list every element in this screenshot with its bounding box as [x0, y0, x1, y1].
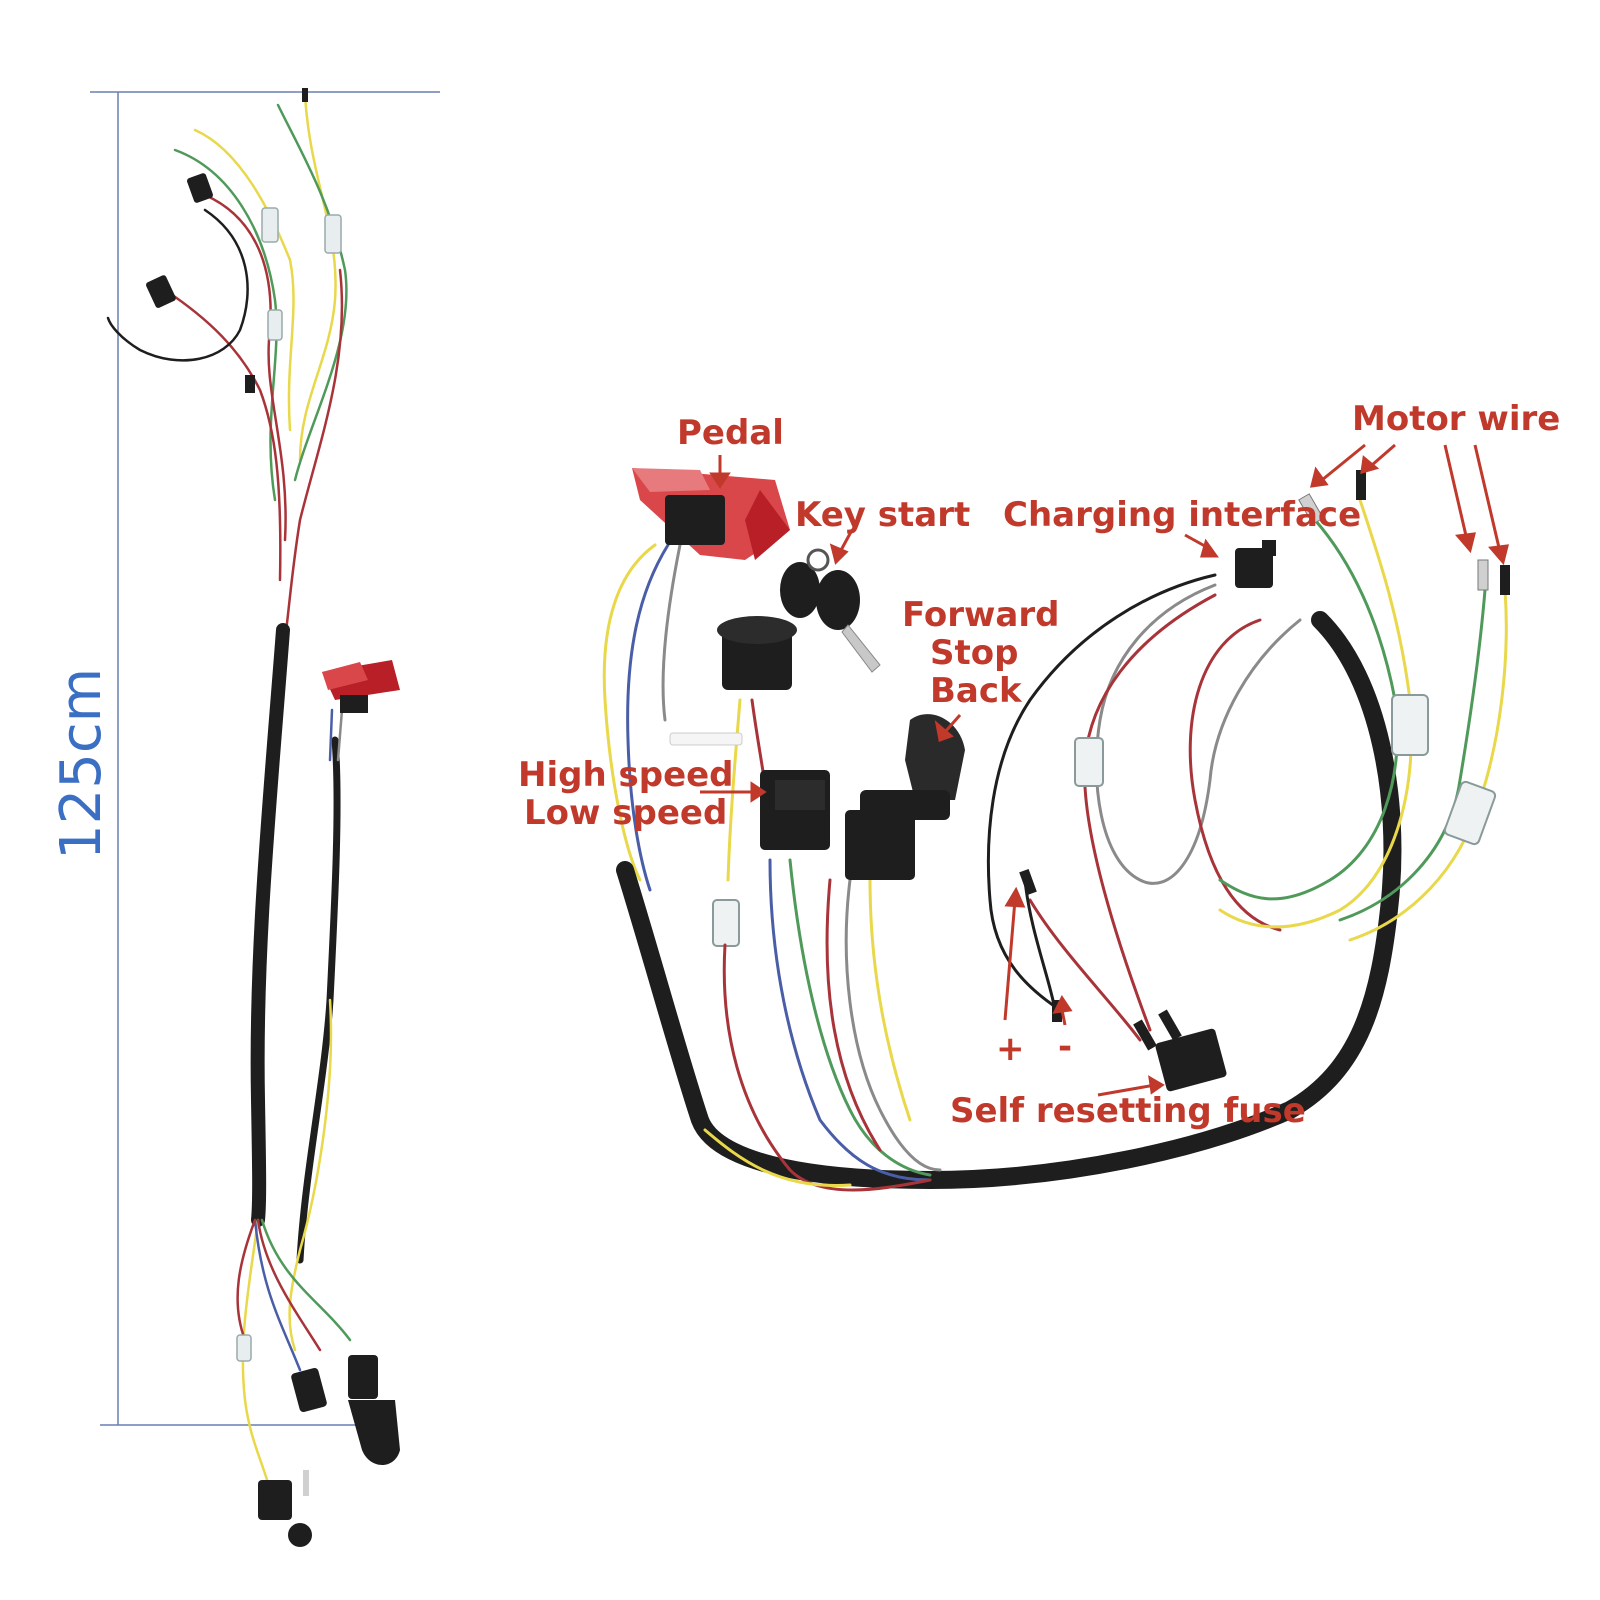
stop-label: Stop: [930, 633, 1018, 673]
rocker-switch-icon: [760, 770, 830, 850]
forward-label: Forward: [902, 595, 1059, 635]
charging-port-icon: [1235, 540, 1276, 588]
low-speed-label: Low speed: [524, 793, 727, 833]
ignition-switch-icon: [717, 616, 797, 690]
charging-interface-label: Charging interface: [1003, 495, 1361, 535]
fuse-icon: [1133, 1009, 1227, 1092]
right-harness: [602, 468, 1510, 1192]
left-harness: [106, 88, 400, 1547]
pedal-icon: [322, 660, 400, 713]
connector-icon: [712, 694, 1497, 947]
arrow-icon: [700, 443, 1509, 1097]
back-label: Back: [930, 671, 1023, 711]
motor-wire-label: Motor wire: [1352, 399, 1560, 439]
labels: Pedal Key start Charging interface Motor…: [518, 399, 1560, 1131]
self-resetting-fuse-label: Self resetting fuse: [950, 1091, 1306, 1131]
length-label: 125cm: [49, 668, 114, 860]
minus-label: -: [1058, 1027, 1072, 1067]
pedal-label: Pedal: [677, 413, 784, 453]
plus-label: +: [996, 1029, 1025, 1069]
key-icon: [780, 548, 881, 673]
high-speed-label: High speed: [518, 755, 734, 795]
dimension-marker: 125cm: [49, 91, 440, 1426]
key-start-label: Key start: [795, 495, 970, 535]
pedal-icon: [632, 468, 790, 560]
